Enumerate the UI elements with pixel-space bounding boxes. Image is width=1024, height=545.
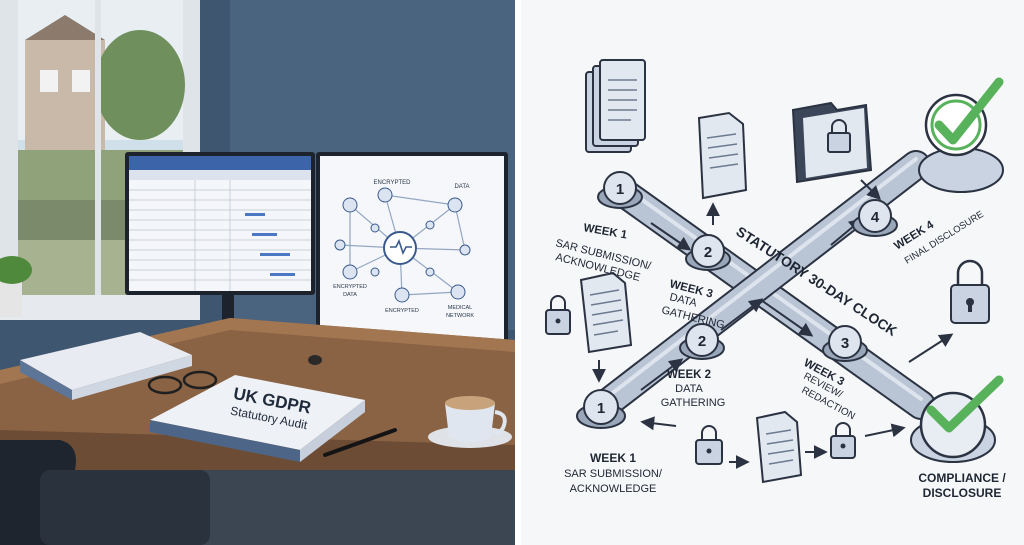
folder-lock-icon: [791, 101, 873, 184]
coffee-cup: [445, 403, 495, 443]
lower-step-1-desc-2: ACKNOWLEDGE: [570, 483, 657, 495]
svg-text:1: 1: [616, 181, 624, 198]
svg-text:3: 3: [841, 335, 849, 352]
padlock-icon-bottom-1: [695, 425, 723, 465]
check-icon-bottom: [926, 375, 1004, 433]
end-target-bottom: [910, 375, 1004, 463]
padlock-icon-bottom-2: [830, 422, 856, 459]
glasses: [147, 375, 183, 395]
node-label-bottom-left-1: ENCRYPTED: [333, 284, 367, 290]
lower-step-1-desc-1: SAR SUBMISSION/: [564, 468, 663, 480]
end-label-1: COMPLIANCE /: [918, 471, 1006, 485]
plant-pot: [0, 282, 22, 317]
lower-step-2-desc-2: GATHERING: [661, 397, 726, 409]
office-photo: ENCRYPTED DATA ENCRYPTED DATA ENCRYPTED …: [0, 0, 515, 545]
lower-step-1-node: 1: [576, 389, 626, 429]
node-label-top: ENCRYPTED: [374, 180, 412, 186]
lower-step-3-node: 3: [822, 325, 868, 362]
document-icon-left: [579, 271, 633, 354]
document-icon-bottom: [755, 410, 803, 484]
upper-step-2-node: 2: [685, 234, 731, 271]
audit-binder: [150, 375, 365, 450]
svg-text:2: 2: [704, 244, 712, 261]
office-photo-illustration: ENCRYPTED DATA ENCRYPTED DATA ENCRYPTED …: [0, 0, 515, 545]
svg-text:2: 2: [698, 333, 706, 350]
end-label-2: DISCLOSURE: [923, 486, 1002, 500]
upper-step-1-week: WEEK 1: [582, 222, 628, 242]
upper-step-1-node: 1: [597, 171, 643, 209]
lower-step-2-node: 2: [679, 323, 725, 360]
document-stack-icon: [585, 59, 646, 153]
timeline-svg: 1 2 4 1 2: [545, 59, 1006, 500]
node-label-top-right: DATA: [454, 184, 469, 190]
svg-text:4: 4: [871, 209, 880, 226]
end-target-top: [918, 77, 1004, 193]
document-icon-top: [697, 111, 748, 200]
check-icon-top: [934, 77, 1004, 145]
svg-text:1: 1: [597, 400, 605, 417]
padlock-icon-left: [545, 295, 571, 335]
node-label-bottom-right-2: NETWORK: [446, 313, 474, 319]
lower-step-2-desc-1: DATA: [675, 383, 703, 395]
node-label-bottom-left-2: DATA: [343, 292, 357, 298]
panel-divider: [515, 0, 521, 545]
pen: [323, 428, 397, 457]
binder-left: [20, 332, 192, 390]
padlock-icon-right: [950, 259, 990, 324]
node-label-bottom-center: ENCRYPTED: [385, 308, 419, 314]
node-label-bottom-right-1: MEDICAL: [448, 305, 472, 311]
sar-timeline-diagram: 1 2 4 1 2: [521, 0, 1024, 545]
lower-step-2-week: WEEK 2: [667, 369, 711, 381]
lower-step-1-week: WEEK 1: [590, 451, 636, 465]
upper-step-4-node: 4: [852, 199, 898, 237]
